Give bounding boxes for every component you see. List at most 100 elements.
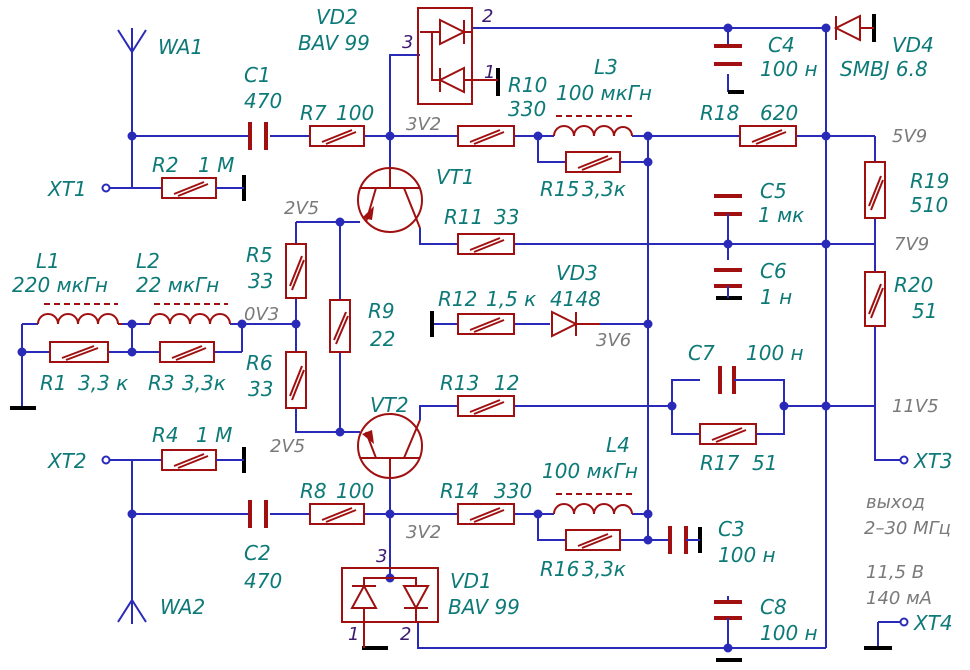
label-c5-value: 1 мк: [758, 203, 804, 227]
label-xt3: XT3: [913, 449, 953, 473]
label-c5: C5: [760, 179, 787, 203]
diode-vd3-symbol: [551, 310, 600, 338]
component-labels: WA1 XT1 C1 470 R7 100 R2 1 М VD2 BAV 99 …: [12, 5, 953, 645]
resistor-r6-symbol: [285, 351, 307, 409]
transistor-vt1-symbol: [357, 167, 423, 233]
label-vd3: VD3: [556, 261, 598, 285]
resistor-r16-symbol: [565, 529, 621, 551]
diode-vd2-symbol: [417, 7, 498, 105]
capacitor-c4-symbol: [714, 44, 742, 66]
transistor-vt2-symbol: [357, 413, 423, 479]
notes: выход 2–30 МГц 11,5 В 140 мА: [864, 492, 951, 609]
inductor-l4-symbol: [553, 493, 633, 515]
capacitor-c2-symbol: [248, 500, 268, 528]
label-r3-value: 3,3к: [182, 371, 226, 395]
label-c8: C8: [760, 595, 787, 619]
label-r10: R10: [508, 73, 547, 97]
resistor-r1-symbol: [49, 341, 109, 363]
label-r12: R12: [438, 287, 477, 311]
label-r15-value: 3,3к: [582, 177, 626, 201]
label-r14: R14: [440, 479, 479, 503]
label-c2: C2: [244, 541, 271, 565]
label-r9-value: 22: [370, 327, 395, 351]
label-r16-value: 3,3к: [582, 557, 626, 581]
label-r7: R7: [300, 101, 327, 125]
resistor-r17-symbol: [699, 423, 757, 445]
label-r12-value: 1,5 к: [486, 287, 536, 311]
label-wa1: WA1: [158, 35, 203, 59]
antenna-wa2-symbol: [117, 599, 147, 624]
capacitor-c6-symbol: [714, 268, 742, 300]
label-c6-value: 1 н: [760, 285, 792, 309]
label-vd3-value: 4148: [550, 287, 601, 311]
label-l1-value: 220 мкГн: [12, 273, 108, 297]
label-c3-value: 100 н: [718, 543, 776, 567]
label-r10-value: 330: [508, 97, 546, 121]
label-l4: L4: [606, 433, 630, 457]
label-r13-value: 12: [494, 371, 519, 395]
diode-vd1-symbol: [341, 567, 439, 648]
label-r3: R3: [148, 371, 175, 395]
note-supply-voltage: 11,5 В: [866, 562, 924, 583]
label-wa2: WA2: [160, 595, 205, 619]
label-c7-value: 100 н: [746, 341, 804, 365]
resistor-r8-symbol: [309, 503, 365, 525]
label-xt1: XT1: [47, 177, 87, 201]
node-3v2-bot: 3V2: [406, 522, 441, 543]
terminal-xt4-symbol: [877, 617, 909, 648]
label-c7: C7: [688, 341, 715, 365]
label-r5-value: 33: [248, 269, 273, 293]
label-r4-value: 1 М: [196, 423, 232, 447]
pin-vd2-3: 3: [402, 32, 413, 53]
node-labels: 3V2 2V5 0V3 2V5 3V2 3V6 5V9 7V9 11V5: [244, 114, 939, 543]
label-vt2: VT2: [370, 393, 409, 417]
label-r18-value: 620: [760, 101, 798, 125]
note-output: выход: [866, 492, 925, 513]
label-r20-value: 51: [912, 299, 937, 323]
inductor-l2-symbol: [149, 303, 231, 325]
label-vd2: VD2: [316, 5, 358, 29]
label-r16: R16: [540, 557, 579, 581]
label-l4-value: 100 мкГн: [542, 459, 638, 483]
label-r8: R8: [300, 479, 327, 503]
note-supply-current: 140 мА: [866, 588, 932, 609]
resistor-r2-symbol: [161, 177, 244, 199]
inductor-l3-symbol: [553, 115, 633, 137]
terminal-xt1-symbol: [101, 183, 111, 193]
node-2v5-bot: 2V5: [270, 436, 305, 457]
pin-vd2-1: 1: [484, 62, 495, 83]
label-c2-value: 470: [244, 569, 282, 593]
diode-vd4-symbol: [833, 14, 874, 42]
label-r4: R4: [152, 423, 179, 447]
label-c1-value: 470: [244, 89, 282, 113]
label-r20: R20: [894, 273, 933, 297]
resistor-r4-symbol: [161, 449, 244, 471]
capacitor-c3-symbol: [668, 526, 700, 554]
label-r17-value: 51: [752, 451, 777, 475]
pin-vd1-2: 2: [400, 624, 411, 645]
label-r18: R18: [700, 101, 739, 125]
label-vd1: VD1: [450, 569, 492, 593]
pin-vd1-3: 3: [376, 546, 387, 567]
label-r1-value: 3,3 к: [78, 371, 128, 395]
label-vt1: VT1: [436, 165, 475, 189]
resistor-r11-symbol: [457, 233, 515, 255]
pin-vd2-2: 2: [482, 6, 493, 27]
label-r8-value: 100: [336, 479, 374, 503]
label-c6: C6: [760, 259, 787, 283]
resistor-r14-symbol: [457, 503, 515, 525]
label-c1: C1: [244, 63, 271, 87]
resistor-r12-symbol: [457, 313, 515, 335]
node-5v9: 5V9: [892, 126, 927, 147]
label-l2-value: 22 мкГн: [136, 273, 219, 297]
label-r6-value: 33: [248, 377, 273, 401]
resistor-r20-symbol: [864, 271, 886, 327]
resistor-r9-symbol: [329, 299, 351, 353]
label-r17: R17: [700, 451, 740, 475]
label-xt4: XT4: [913, 611, 953, 635]
resistor-r15-symbol: [565, 151, 621, 173]
node-0v3: 0V3: [244, 304, 279, 325]
inductor-l1-symbol: [37, 303, 122, 325]
node-3v6: 3V6: [596, 330, 631, 351]
label-r19: R19: [910, 169, 949, 193]
